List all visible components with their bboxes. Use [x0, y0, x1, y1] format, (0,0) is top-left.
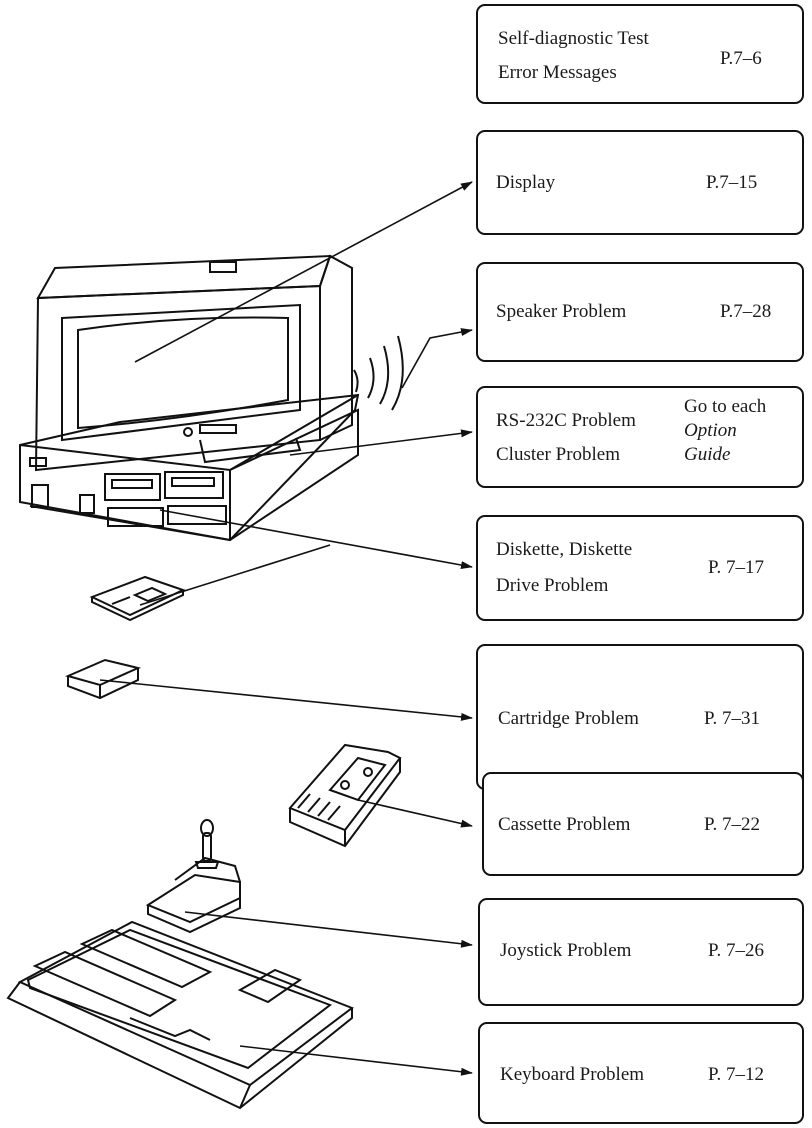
page-reference: P.7–15	[706, 172, 758, 193]
arrow-speaker	[401, 328, 473, 389]
box-label-line1: Diskette, Diskette	[496, 539, 633, 560]
box-keyboard: Keyboard Problem P. 7–12	[478, 1022, 804, 1124]
box-cartridge: Cartridge Problem P. 7–31	[476, 644, 804, 790]
box-label: Speaker Problem	[496, 301, 627, 322]
arrow-display	[134, 181, 473, 363]
box-rs232c-cluster: RS-232C Problem Cluster Problem Go to ea…	[476, 386, 804, 488]
page-reference: P.7–28	[720, 301, 772, 322]
sound-wave-icon	[353, 335, 404, 411]
option-guide-line3: Guide	[684, 444, 731, 465]
page-reference: P. 7–17	[708, 557, 764, 578]
box-joystick: Joystick Problem P. 7–26	[478, 898, 804, 1006]
box-speaker: Speaker Problem P.7–28	[476, 262, 804, 362]
page-reference: P.7–6	[720, 48, 762, 69]
box-label: Keyboard Problem	[500, 1064, 645, 1085]
arrow-cassette	[357, 799, 473, 828]
monitor-icon	[34, 254, 353, 472]
cassette-recorder-icon	[288, 743, 402, 848]
option-guide-line2: Option	[684, 420, 737, 441]
box-label: Cartridge Problem	[498, 708, 639, 729]
page-reference: P. 7–12	[708, 1064, 764, 1085]
box-label-line1: Self-diagnostic Test	[498, 28, 649, 49]
keyboard-icon	[6, 920, 355, 1110]
arrow-diskette	[159, 509, 473, 569]
option-guide-line1: Go to each	[684, 396, 767, 417]
box-cassette: Cassette Problem P. 7–22	[482, 772, 804, 876]
page-reference: P. 7–31	[704, 708, 760, 729]
box-diskette: Diskette, Diskette Drive Problem P. 7–17	[476, 515, 804, 621]
box-display: Display P.7–15	[476, 130, 804, 235]
page-reference: P. 7–26	[708, 940, 764, 961]
box-label-line2: Cluster Problem	[496, 444, 621, 465]
arrow-joystick	[184, 911, 473, 948]
box-self-diagnostic: Self-diagnostic Test Error Messages P.7–…	[476, 4, 804, 104]
box-label-line1: RS-232C Problem	[496, 410, 636, 431]
box-label: Display	[496, 172, 556, 193]
box-label-line2: Error Messages	[498, 62, 617, 83]
joystick-icon	[145, 819, 241, 934]
box-label: Joystick Problem	[500, 940, 632, 961]
arrow-rs232c	[289, 429, 473, 456]
arrow-keyboard	[239, 1045, 473, 1076]
system-unit-icon	[19, 393, 360, 542]
box-label-line2: Drive Problem	[496, 575, 609, 596]
diskette-icon	[89, 575, 186, 622]
page-reference: P. 7–22	[704, 814, 760, 835]
box-label: Cassette Problem	[498, 814, 631, 835]
arrow-cartridge	[99, 679, 473, 721]
cartridge-icon	[65, 658, 142, 700]
